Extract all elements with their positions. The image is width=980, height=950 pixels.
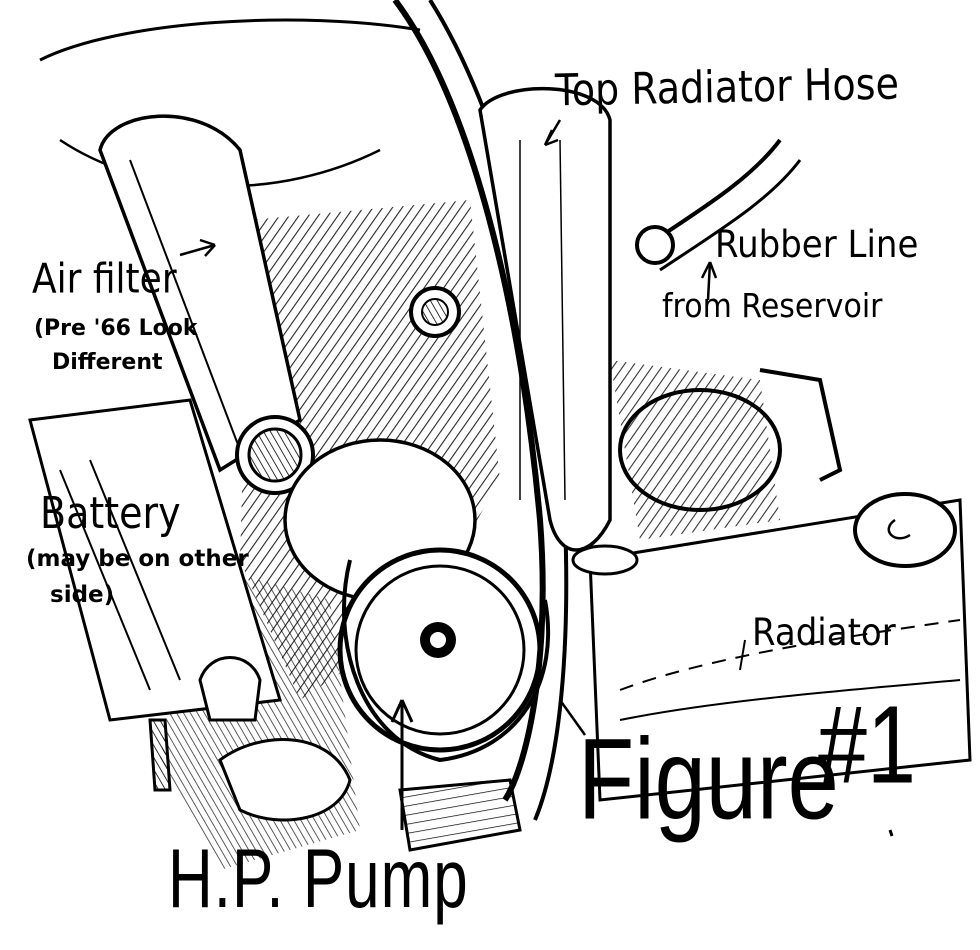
air-filter-inner-line (129, 159, 241, 451)
label-battery: Battery (40, 487, 181, 539)
air-filter-tube (98, 114, 302, 473)
label-air-filter-note-2: Different (52, 350, 163, 375)
battery-terminal (198, 656, 262, 722)
label-rubber-line: Rubber Line (715, 223, 919, 267)
top-hose-housing (478, 86, 612, 552)
label-battery-note-1: (may be on other (26, 546, 249, 572)
label-air-filter-note-1: (Pre '66 Look (34, 316, 198, 341)
fan-coupling (618, 388, 782, 512)
hose-clamp (571, 544, 639, 576)
figure-number-mark (888, 829, 894, 837)
figure-number: #1 (818, 682, 916, 807)
spark-plug (148, 718, 172, 792)
air-filter-arrow (179, 243, 216, 257)
exhaust-manifold (218, 738, 352, 822)
rubber-line-arrow (706, 261, 712, 301)
label-hp-pump: H.P. Pump (168, 832, 469, 926)
figure-title: Figure (578, 715, 839, 844)
lower-hose (398, 778, 522, 852)
hood-outline (39, 18, 421, 62)
figure-leader (558, 699, 587, 736)
label-from-reservoir: from Reservoir (662, 287, 883, 326)
radiator-leader (739, 639, 746, 671)
radiator-body (588, 498, 972, 802)
label-top-radiator-hose: Top Radiator Hose (554, 58, 900, 116)
radiator-hose-outer (392, 0, 546, 802)
battery-box (28, 398, 282, 722)
label-radiator: Radiator (752, 611, 896, 655)
label-air-filter: Air filter (32, 255, 177, 303)
drive-belt (342, 559, 551, 763)
right-side-shading (610, 360, 780, 540)
radiator-cap (853, 492, 957, 568)
reservoir-bracket (759, 368, 843, 482)
label-battery-note-2: side) (50, 582, 115, 608)
rubber-line-fitting (635, 225, 675, 265)
